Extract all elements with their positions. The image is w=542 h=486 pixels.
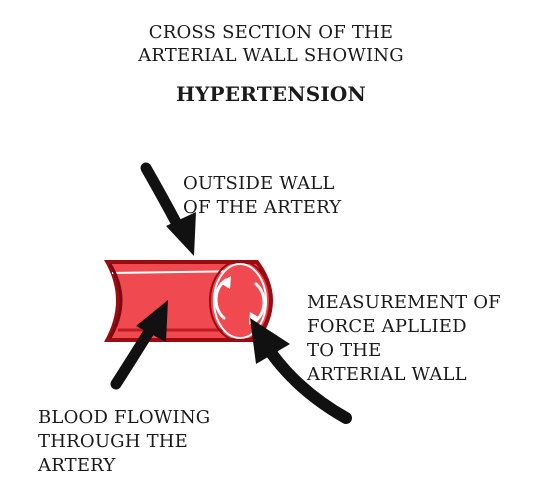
measurement-label-line: MEASUREMENT OF	[307, 292, 501, 313]
blood-flow-label-line: THROUGH THE	[38, 431, 189, 452]
measurement-label: MEASUREMENT OF FORCE APLLIED TO THE ARTE…	[307, 291, 501, 387]
blood-flow-arrow	[110, 300, 168, 390]
outside-wall-label-line: OF THE ARTERY	[183, 197, 342, 218]
outside-wall-label-line: OUTSIDE WALL	[183, 173, 335, 194]
measurement-arrow	[250, 318, 352, 424]
subtitle: HYPERTENSION	[175, 82, 367, 106]
outside-wall-label: OUTSIDE WALL OF THE ARTERY	[183, 172, 341, 220]
artery-tube	[104, 260, 273, 342]
artery-left-opening	[108, 263, 123, 339]
title-line-2: ARTERIAL WALL SHOWING	[138, 45, 404, 66]
measurement-label-line: ARTERIAL WALL	[307, 364, 467, 385]
outside-wall-arrow	[140, 162, 196, 256]
artery-right-rim	[209, 260, 271, 342]
blood-flow-label-line: BLOOD FLOWING	[38, 407, 211, 428]
blood-flow-label-line: ARTERY	[38, 455, 116, 476]
blood-flow-label: BLOOD FLOWING THROUGH THE ARTERY	[38, 406, 210, 478]
title-line-1: CROSS SECTION OF THE	[148, 22, 394, 43]
measurement-label-line: FORCE APLLIED	[307, 316, 467, 337]
measurement-label-line: TO THE	[307, 340, 382, 361]
circular-arrows-icon	[214, 276, 266, 325]
